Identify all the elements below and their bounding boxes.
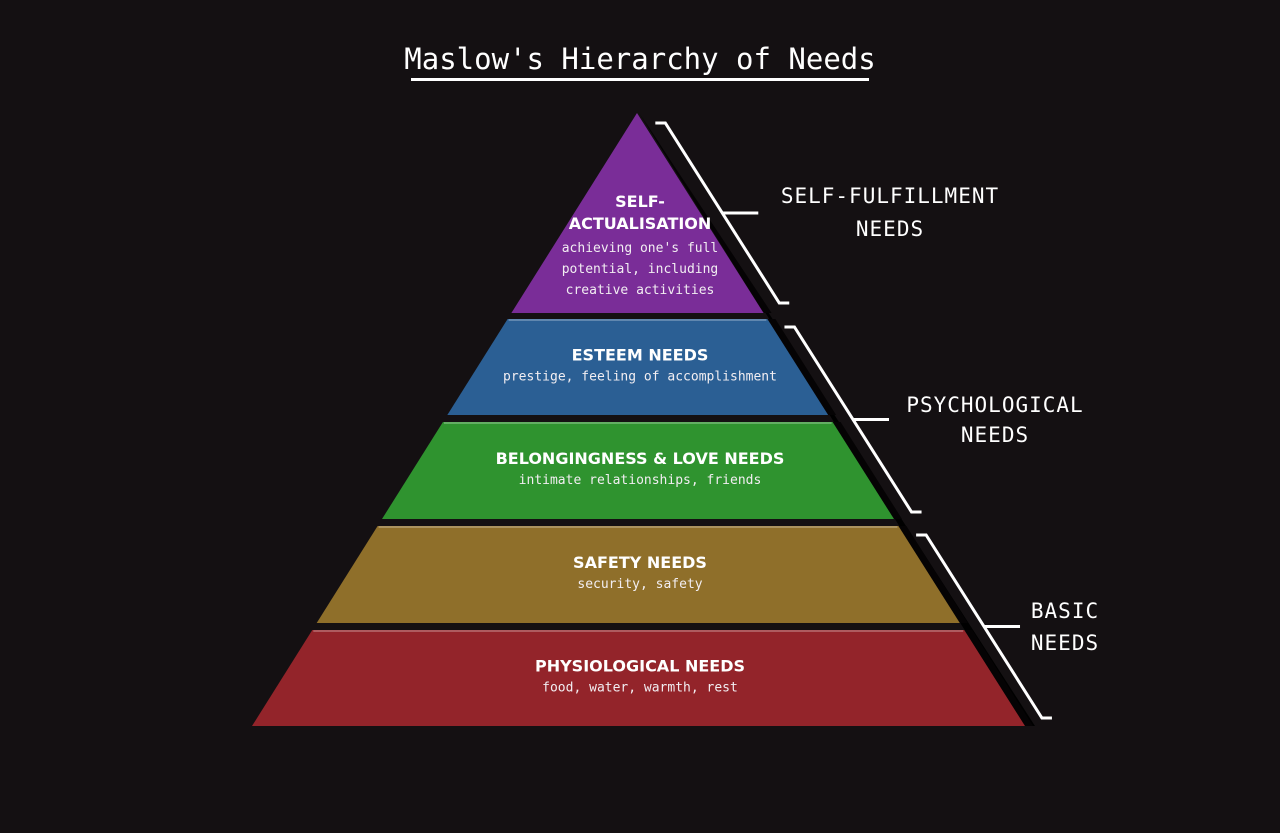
level-shadow — [898, 526, 968, 623]
level-title: SELF- — [615, 192, 665, 211]
level-shadow — [832, 422, 902, 519]
pyramid-level-3 — [382, 422, 894, 519]
level-description: potential, including — [562, 262, 719, 277]
level-description: creative activities — [566, 283, 715, 298]
level-title: PHYSIOLOGICAL NEEDS — [535, 657, 745, 676]
diagram-title: Maslow's Hierarchy of Needs — [404, 42, 876, 76]
level-title: SAFETY NEEDS — [573, 553, 707, 572]
level-shadow — [964, 630, 1033, 726]
level-title: BELONGINGNESS & LOVE NEEDS — [496, 449, 785, 468]
pyramid-level-2 — [447, 319, 829, 415]
level-description: security, safety — [577, 577, 702, 592]
group-label: NEEDS — [961, 423, 1029, 447]
group-label: BASIC — [1031, 599, 1099, 623]
level-description: prestige, feeling of accomplishment — [503, 370, 777, 385]
level-title: ESTEEM NEEDS — [572, 346, 709, 365]
level-description: achieving one's full — [562, 241, 719, 256]
group-label: SELF-FULFILLMENT — [781, 184, 999, 208]
group-label: NEEDS — [1031, 631, 1099, 655]
group-label: PSYCHOLOGICAL — [906, 393, 1083, 417]
pyramid-level-5 — [252, 630, 1025, 726]
level-shadow — [767, 319, 837, 415]
level-description: food, water, warmth, rest — [542, 681, 738, 696]
title-underline — [411, 78, 869, 81]
level-title: ACTUALISATION — [569, 214, 712, 233]
level-description: intimate relationships, friends — [519, 473, 762, 488]
level-shadow — [639, 113, 772, 313]
group-label: NEEDS — [856, 217, 924, 241]
pyramid-level-1 — [511, 113, 764, 313]
pyramid-level-4 — [316, 526, 960, 623]
